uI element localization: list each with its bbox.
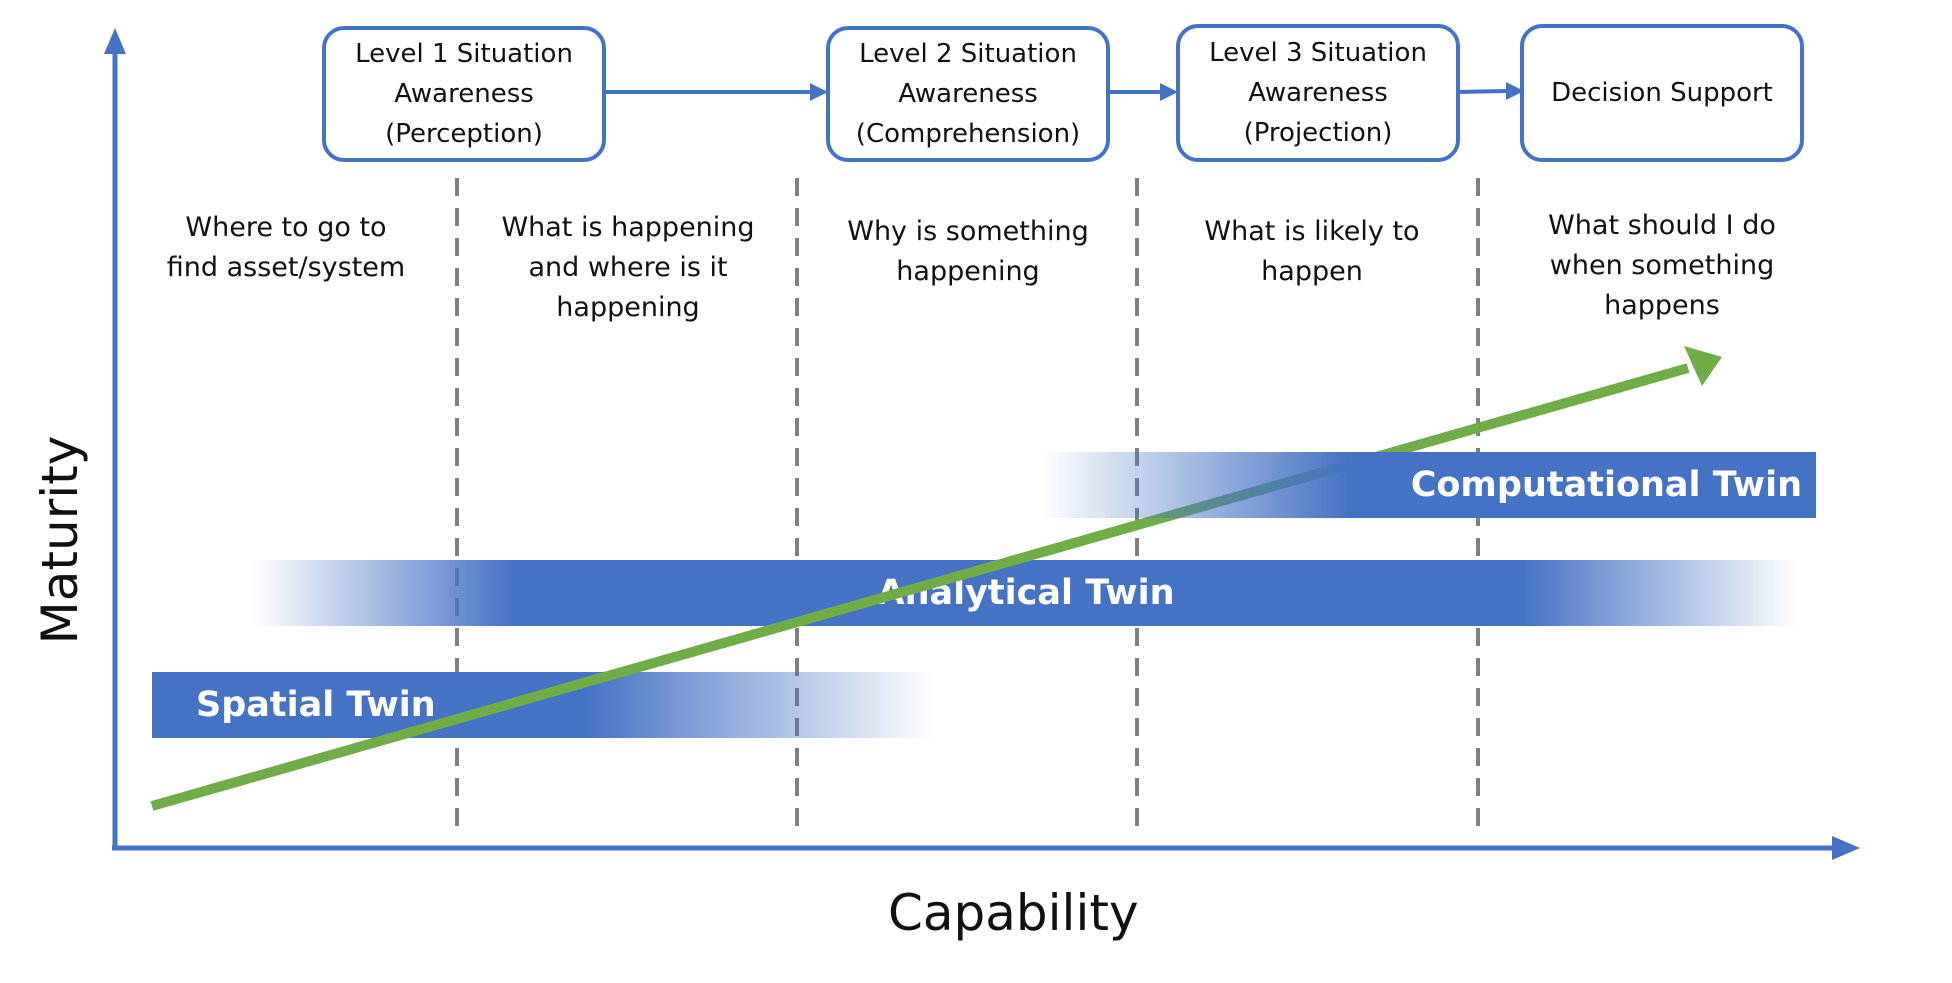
- spatial-twin-label: Spatial Twin: [196, 685, 436, 725]
- question-column-3: Why is something happening: [847, 216, 1089, 287]
- stage-box-level-1: Level 1 Situation Awareness (Perception): [322, 26, 606, 162]
- question-column-4: What is likely to happen: [1204, 216, 1420, 287]
- connector-3-4-arrowhead: [1506, 82, 1524, 100]
- y-axis-label: Maturity: [31, 435, 89, 645]
- stage-connectors: [604, 82, 1524, 101]
- connector-2-3-arrowhead: [1160, 83, 1178, 101]
- question-column-2: What is happening and where is it happen…: [501, 212, 755, 323]
- analytical-twin-label: Analytical Twin: [877, 573, 1175, 613]
- x-axis-arrowhead: [1832, 836, 1860, 860]
- x-axis-label: Capability: [888, 884, 1139, 942]
- question-column-5: What should I do when something happens: [1548, 210, 1776, 321]
- connector-3-4: [1455, 89, 1509, 94]
- spatial-twin-band: Spatial Twin: [152, 672, 936, 738]
- stage-box-decision-support: Decision Support: [1520, 24, 1804, 162]
- connector-1-2-arrowhead: [810, 83, 828, 101]
- stage-box-level-2: Level 2 Situation Awareness (Comprehensi…: [826, 26, 1110, 162]
- analytical-twin-band: Analytical Twin: [252, 560, 1800, 626]
- stage-box-level-3: Level 3 Situation Awareness (Projection): [1176, 24, 1460, 162]
- computational-twin-band: Computational Twin: [1040, 452, 1816, 518]
- y-axis-arrowhead: [104, 28, 126, 54]
- computational-twin-label: Computational Twin: [1410, 465, 1802, 505]
- question-column-1: Where to go to find asset/system: [166, 212, 406, 283]
